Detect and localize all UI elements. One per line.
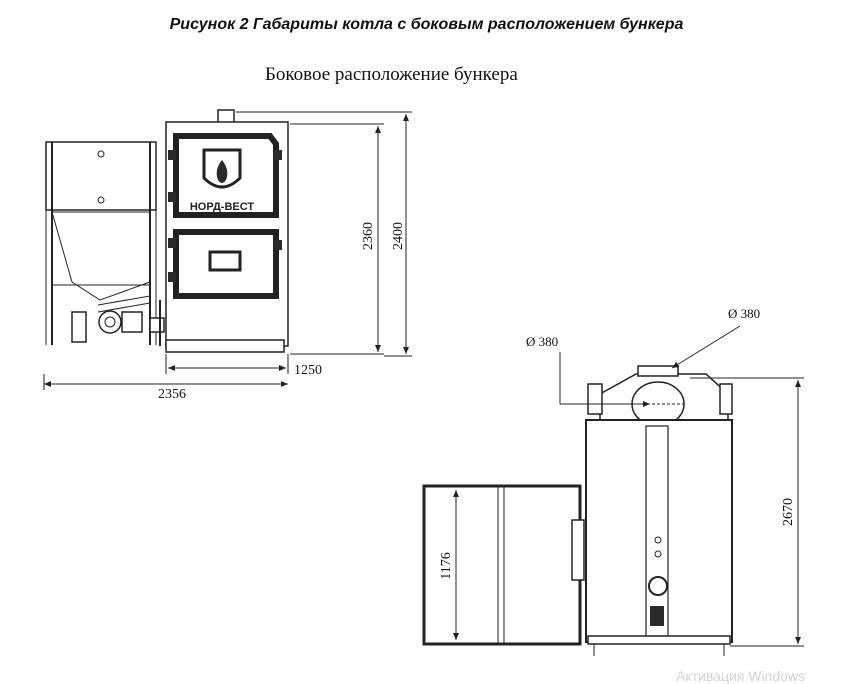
dimension-height-outer [236,111,412,357]
hopper-side-view [422,484,585,646]
figure-caption: Рисунок 2 Габариты котла с боковым распо… [169,16,684,33]
boiler-front-view [159,109,289,353]
dimension-boiler-height [690,377,804,647]
dimension-label-2670: 2670 [781,498,796,526]
os-watermark: Активация Windows [676,668,806,684]
leader-diameter-front [559,352,650,407]
dimension-label-2356: 2356 [158,387,186,402]
dimension-label-2400: 2400 [391,222,406,250]
dimension-label-2360: 2360 [361,222,376,250]
boiler-side-view [585,365,733,656]
leader-diameter-top [671,325,741,369]
dimension-label-1176: 1176 [439,552,454,579]
dimension-label-1250: 1250 [294,363,322,378]
figure-subtitle: Боковое расположение бункера [265,64,518,85]
dimension-height-inner [290,123,384,355]
brand-label: НОРД-ВЕСТ [190,201,255,213]
dimension-total-width [43,374,288,390]
dimension-label-diameter-front: Ø 380 [526,334,558,349]
dimension-boiler-width [165,354,289,374]
dimension-label-diameter-top: Ø 380 [728,306,760,321]
side-view-hopper [45,141,165,345]
